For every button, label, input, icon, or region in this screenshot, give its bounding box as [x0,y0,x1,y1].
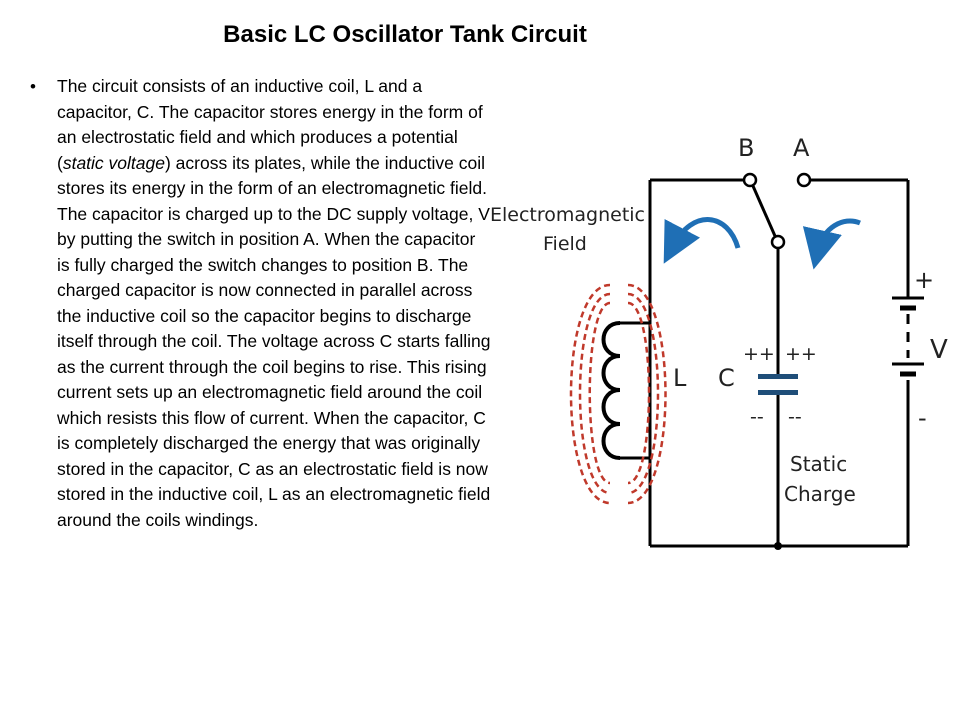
bullet-text-italic: static voltage [62,152,165,173]
switch-contact-b [742,172,758,188]
field-label-line1: Electromagnetic [490,204,645,226]
label-a: A [793,134,810,162]
inductor-coil [601,321,621,460]
lc-tank-circuit-diagram: B A Electromagnetic Field L C ++ ++ -- -… [490,134,948,550]
label-c: C [718,364,735,392]
bullet-list: • The circuit consists of an inductive c… [30,74,492,533]
battery-v: V [930,335,948,365]
minus-left: -- [750,406,764,428]
static-label-line2: Charge [784,482,856,506]
slide-title: Basic LC Oscillator Tank Circuit [223,21,587,48]
current-flow-arrows [663,217,861,270]
switch [742,172,812,250]
label-b: B [738,134,754,162]
static-label-line1: Static [790,452,847,476]
minus-right: -- [788,406,802,428]
arrow-right-icon [802,218,861,270]
capacitor-plate-top [758,374,798,379]
bullet-item: • The circuit consists of an inductive c… [30,74,492,533]
switch-blade [751,185,777,237]
plus-right: ++ [785,343,817,365]
plus-left: ++ [743,343,775,365]
switch-pivot [770,234,786,250]
magnetic-field-lines [569,283,667,505]
bullet-text-segment: ) across its plates, while the inductive… [57,152,491,530]
junction-dot [774,542,782,550]
arrow-left-icon [663,217,741,264]
bullet-dot-icon: • [30,77,36,96]
field-label-line2: Field [543,233,587,255]
battery [892,296,924,377]
label-l: L [673,364,687,392]
battery-minus: - [918,404,927,432]
switch-contact-a [796,172,812,188]
bullet-text: The circuit consists of an inductive coi… [57,76,491,530]
capacitor [758,374,798,395]
battery-plus: + [914,266,934,294]
circuit-wires [620,178,910,548]
capacitor-plate-bottom [758,390,798,395]
bullet-text-segment: The circuit consists of an inductive coi… [57,76,483,173]
